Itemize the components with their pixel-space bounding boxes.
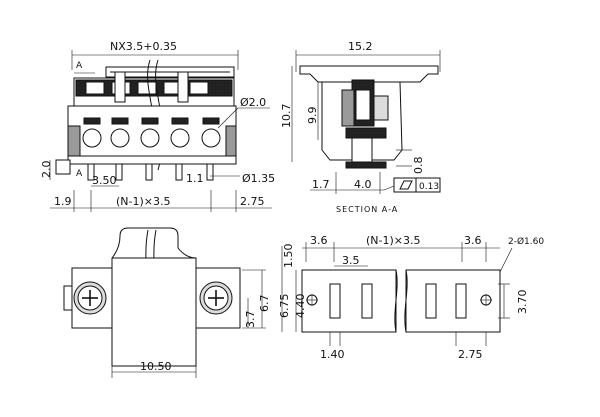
pin-diameter-label: Ø1.35 (242, 172, 275, 185)
screw-left (73, 281, 107, 315)
wire-holes (82, 117, 221, 148)
fp-offset-right-label: 3.6 (464, 234, 482, 247)
section-view: 15.2 10.7 9.9 0.8 1.7 4.0 0.13 SECTI (280, 40, 441, 214)
screw-right (199, 281, 233, 315)
fp-slots (329, 283, 467, 319)
footprint-view: 3.6 (N-1)×3.5 3.6 2-Ø1.60 3.5 1.50 6.75 … (278, 234, 544, 361)
top-width-label: 10.50 (140, 360, 172, 373)
pin-thickness-label: 0.8 (412, 157, 425, 175)
flange-height-label: 6.7 (258, 295, 271, 313)
fp-offset-left-label: 3.6 (310, 234, 328, 247)
right-margin-label: 2.75 (240, 195, 265, 208)
pin-offset-label: 1.7 (312, 178, 330, 191)
screw-offset-label: 3.7 (244, 311, 257, 329)
upper-pockets (85, 81, 209, 95)
pin-length-label: 4.0 (354, 178, 372, 191)
total-width-label: NX3.5+0.35 (110, 40, 177, 53)
fp-row-height-top-label: 1.50 (282, 244, 295, 269)
fp-hole-height-label: 3.70 (516, 290, 529, 315)
left-margin-label: 1.9 (54, 195, 72, 208)
section-width-label: 15.2 (348, 40, 373, 53)
front-view: NX3.5+0.35 A (40, 40, 275, 212)
pitch-label: 3.50 (92, 174, 117, 187)
fp-hole-spec-label: 2-Ø1.60 (508, 236, 544, 247)
pins (87, 163, 214, 181)
fp-edge-offset-label: 2.75 (458, 348, 483, 361)
fp-pitch-label: 3.5 (342, 254, 360, 267)
fp-height-inner-label: 4.40 (294, 294, 307, 319)
section-mark-a-top: A (76, 61, 83, 71)
section-mark-a-bottom: A (76, 169, 83, 179)
fp-pitch-formula-label: (N-1)×3.5 (366, 234, 421, 247)
fp-slot-width-label: 1.40 (320, 348, 345, 361)
section-height-inner-label: 9.9 (306, 107, 319, 125)
fp-height-total-label: 6.75 (278, 294, 291, 319)
section-height-total-label: 10.7 (280, 104, 293, 129)
pitch-formula-label: (N-1)×3.5 (116, 195, 171, 208)
pin-width-label: 1.1 (186, 172, 204, 185)
hole-diameter-label: Ø2.0 (240, 96, 266, 109)
pin-height-label: 2.0 (40, 161, 53, 179)
section-caption: SECTION A-A (336, 205, 398, 214)
top-view: 6.7 3.7 10.50 (63, 227, 271, 378)
flatness-label: 0.13 (419, 182, 439, 192)
